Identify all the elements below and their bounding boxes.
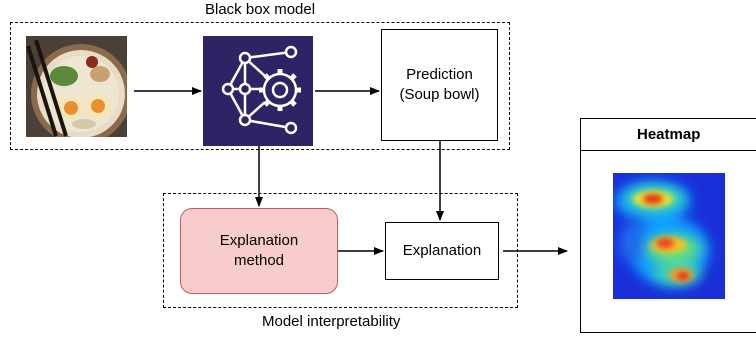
black-box-label: Black box model bbox=[205, 1, 316, 18]
prediction-line2: (Soup bowl) bbox=[399, 86, 480, 103]
heatmap-title-bar: Heatmap bbox=[581, 119, 756, 151]
interpretability-label: Model interpretability bbox=[262, 313, 401, 330]
prediction-box: Prediction (Soup bowl) bbox=[381, 29, 498, 141]
heatmap-graphic bbox=[613, 173, 725, 299]
model-node bbox=[203, 36, 313, 146]
prediction-line1: Prediction bbox=[406, 66, 473, 83]
heatmap-title: Heatmap bbox=[637, 126, 701, 143]
explanation-method-line1: Explanation bbox=[219, 232, 299, 249]
heatmap-image bbox=[613, 173, 725, 299]
ramen-bowl-photo bbox=[26, 36, 127, 137]
black-box-group bbox=[10, 22, 510, 150]
neural-network-gear-icon bbox=[221, 45, 301, 135]
explanation-box: Explanation bbox=[385, 222, 499, 280]
explanation-method-line2: method bbox=[233, 252, 285, 269]
explanation-method-box: Explanation method bbox=[180, 208, 338, 294]
input-image bbox=[26, 36, 127, 137]
explanation-label: Explanation bbox=[402, 242, 482, 259]
heatmap-panel: Heatmap bbox=[580, 118, 756, 333]
